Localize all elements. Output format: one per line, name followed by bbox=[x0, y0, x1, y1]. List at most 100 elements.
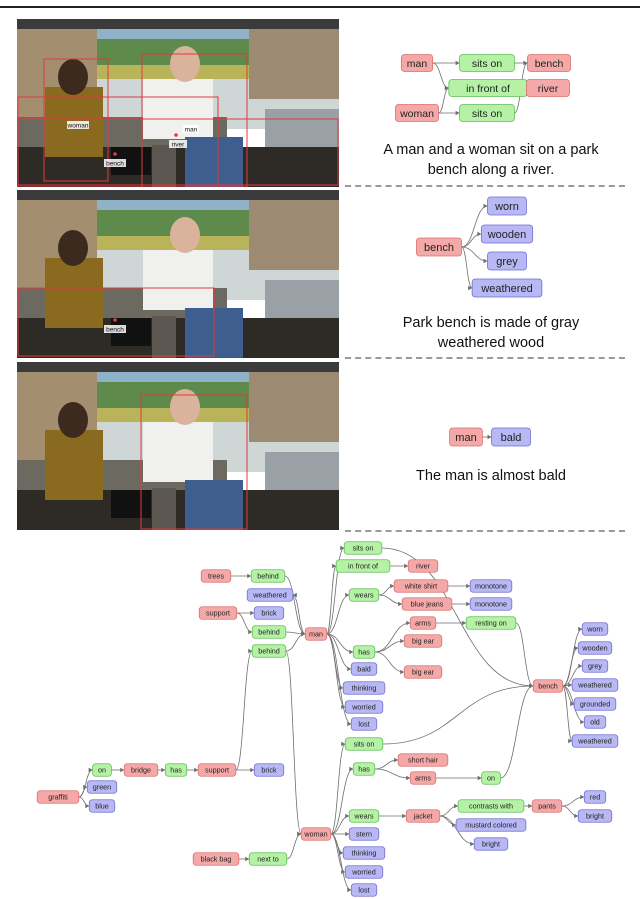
graph-edge-arrow bbox=[332, 563, 337, 569]
graph-node-relation: sits on bbox=[343, 541, 383, 555]
graph-node-label: sits on bbox=[353, 544, 374, 553]
graph-edge-arrow bbox=[578, 626, 583, 632]
graph-node-label: weathered bbox=[252, 591, 287, 600]
box-label-river: river bbox=[169, 140, 187, 149]
graph-node-relation: on bbox=[481, 771, 501, 785]
graph-node-label: pants bbox=[538, 802, 556, 811]
graph-node-label: thinking bbox=[352, 684, 377, 693]
graph-edge-arrow bbox=[301, 631, 306, 637]
graph-node-label: monotone bbox=[475, 600, 507, 609]
graph-node-label: on bbox=[487, 774, 495, 783]
graph-node-attribute: old bbox=[583, 715, 607, 729]
graph-node-relation: contrasts with bbox=[457, 799, 525, 813]
graph-node-label: support bbox=[205, 766, 229, 775]
graph-edge-arrow bbox=[466, 601, 471, 607]
graph-node-label: weathered bbox=[577, 737, 612, 746]
box-label-woman: woman bbox=[67, 121, 89, 130]
graph-edge bbox=[438, 87, 450, 114]
graph-edge bbox=[381, 547, 534, 687]
graph-edge bbox=[382, 685, 534, 745]
graph-edge bbox=[374, 651, 405, 673]
graph-node-label: bench bbox=[538, 682, 558, 691]
graph-edge bbox=[330, 833, 346, 873]
graph-node-label: green bbox=[93, 783, 111, 792]
graph-edge-arrow bbox=[454, 803, 459, 809]
caption-line: The man is almost bald bbox=[416, 468, 566, 484]
graph-edge-arrow bbox=[462, 620, 467, 626]
graph-edge-arrow bbox=[578, 663, 583, 669]
graph-edge-arrow bbox=[194, 767, 199, 773]
graph-edge-arrow bbox=[340, 545, 345, 551]
svg-text:bench: bench bbox=[106, 327, 124, 334]
graph-node-attribute: worn bbox=[581, 622, 609, 636]
caption-panel-3: The man is almost bald bbox=[345, 466, 637, 486]
graph-edge bbox=[562, 685, 573, 742]
graph-edge-arrow bbox=[406, 620, 411, 626]
graph-edge-arrow bbox=[570, 701, 575, 707]
graph-node-label: stern bbox=[356, 830, 372, 839]
graph-edge-arrow bbox=[580, 794, 585, 800]
graph-edge-arrow bbox=[528, 803, 533, 809]
graph-node-relation: wears bbox=[348, 588, 380, 602]
graph-edge bbox=[236, 612, 253, 633]
graph-node-object: river bbox=[407, 559, 439, 573]
graph-edge bbox=[378, 585, 395, 596]
graph-edge-arrow bbox=[345, 592, 350, 598]
graph-edge bbox=[515, 622, 534, 687]
graph-node-attribute: mustard colored bbox=[455, 818, 527, 832]
graph-node-label: arms bbox=[415, 619, 431, 628]
graph-node-label: wears bbox=[353, 812, 374, 821]
graph-edge bbox=[374, 768, 411, 779]
graph-node-label: mustard colored bbox=[465, 821, 517, 830]
graph-node-relation: sits on bbox=[344, 737, 384, 751]
graph-node-label: bench bbox=[424, 242, 454, 254]
graph-node-attribute: brick bbox=[253, 763, 285, 777]
graph-node-label: grounded bbox=[580, 700, 610, 709]
graph-edge-arrow bbox=[390, 583, 395, 589]
graph-edge bbox=[285, 650, 302, 835]
graph-edge-arrow bbox=[83, 784, 88, 790]
graph-edge bbox=[330, 768, 354, 835]
graph-node-object: bench bbox=[532, 679, 564, 693]
graph-node-label: man bbox=[407, 58, 428, 70]
svg-text:bench: bench bbox=[106, 161, 124, 168]
graph-node-attribute: lost bbox=[350, 883, 378, 897]
graph-node-object: black bag bbox=[192, 852, 240, 866]
graph-edge bbox=[326, 547, 345, 635]
graph-node-label: bald bbox=[501, 432, 522, 444]
graph-edge-arrow bbox=[400, 638, 405, 644]
graph-node-label: bench bbox=[535, 58, 564, 70]
graph-edge-arrow bbox=[297, 831, 302, 837]
graph-node-label: black bag bbox=[201, 855, 232, 864]
graph-node-object: bench bbox=[527, 54, 571, 72]
graph-node-label: worn bbox=[494, 201, 519, 213]
graph-node-label: short hair bbox=[408, 756, 439, 765]
graph-edge bbox=[330, 815, 350, 835]
caption-panel-1: A man and a woman sit on a park bench al… bbox=[345, 140, 637, 180]
graph-edge-arrow bbox=[347, 721, 352, 727]
graph-node-relation: wears bbox=[348, 809, 380, 823]
graph-node-object: pants bbox=[531, 799, 563, 813]
graph-node-label: bright bbox=[586, 812, 604, 821]
graph-node-label: weathered bbox=[480, 283, 532, 295]
graph-node-label: has bbox=[170, 766, 182, 775]
graph-node-attribute: weathered bbox=[571, 678, 619, 692]
graph-edge bbox=[285, 633, 306, 652]
graph-node-label: contrasts with bbox=[469, 802, 513, 811]
graph-edge-arrow bbox=[250, 610, 255, 616]
graph-edge-arrow bbox=[523, 60, 528, 66]
graph-node-label: brick bbox=[261, 609, 277, 618]
caption-line: A man and a woman sit on a park bbox=[383, 142, 599, 158]
graph-node-label: wooden bbox=[581, 644, 607, 653]
photo-panel-3 bbox=[17, 362, 339, 530]
graph-edge bbox=[235, 650, 253, 771]
graph-node-label: behind bbox=[257, 572, 279, 581]
graph-node-label: lost bbox=[358, 720, 369, 729]
graph-edge-arrow bbox=[477, 775, 482, 781]
graph-node-object: arms bbox=[409, 771, 437, 785]
graph-node-label: sits on bbox=[472, 108, 503, 120]
graph-edge-arrow bbox=[483, 258, 488, 264]
graph-edge-arrow bbox=[349, 766, 354, 772]
graph-node-label: wooden bbox=[487, 229, 527, 241]
